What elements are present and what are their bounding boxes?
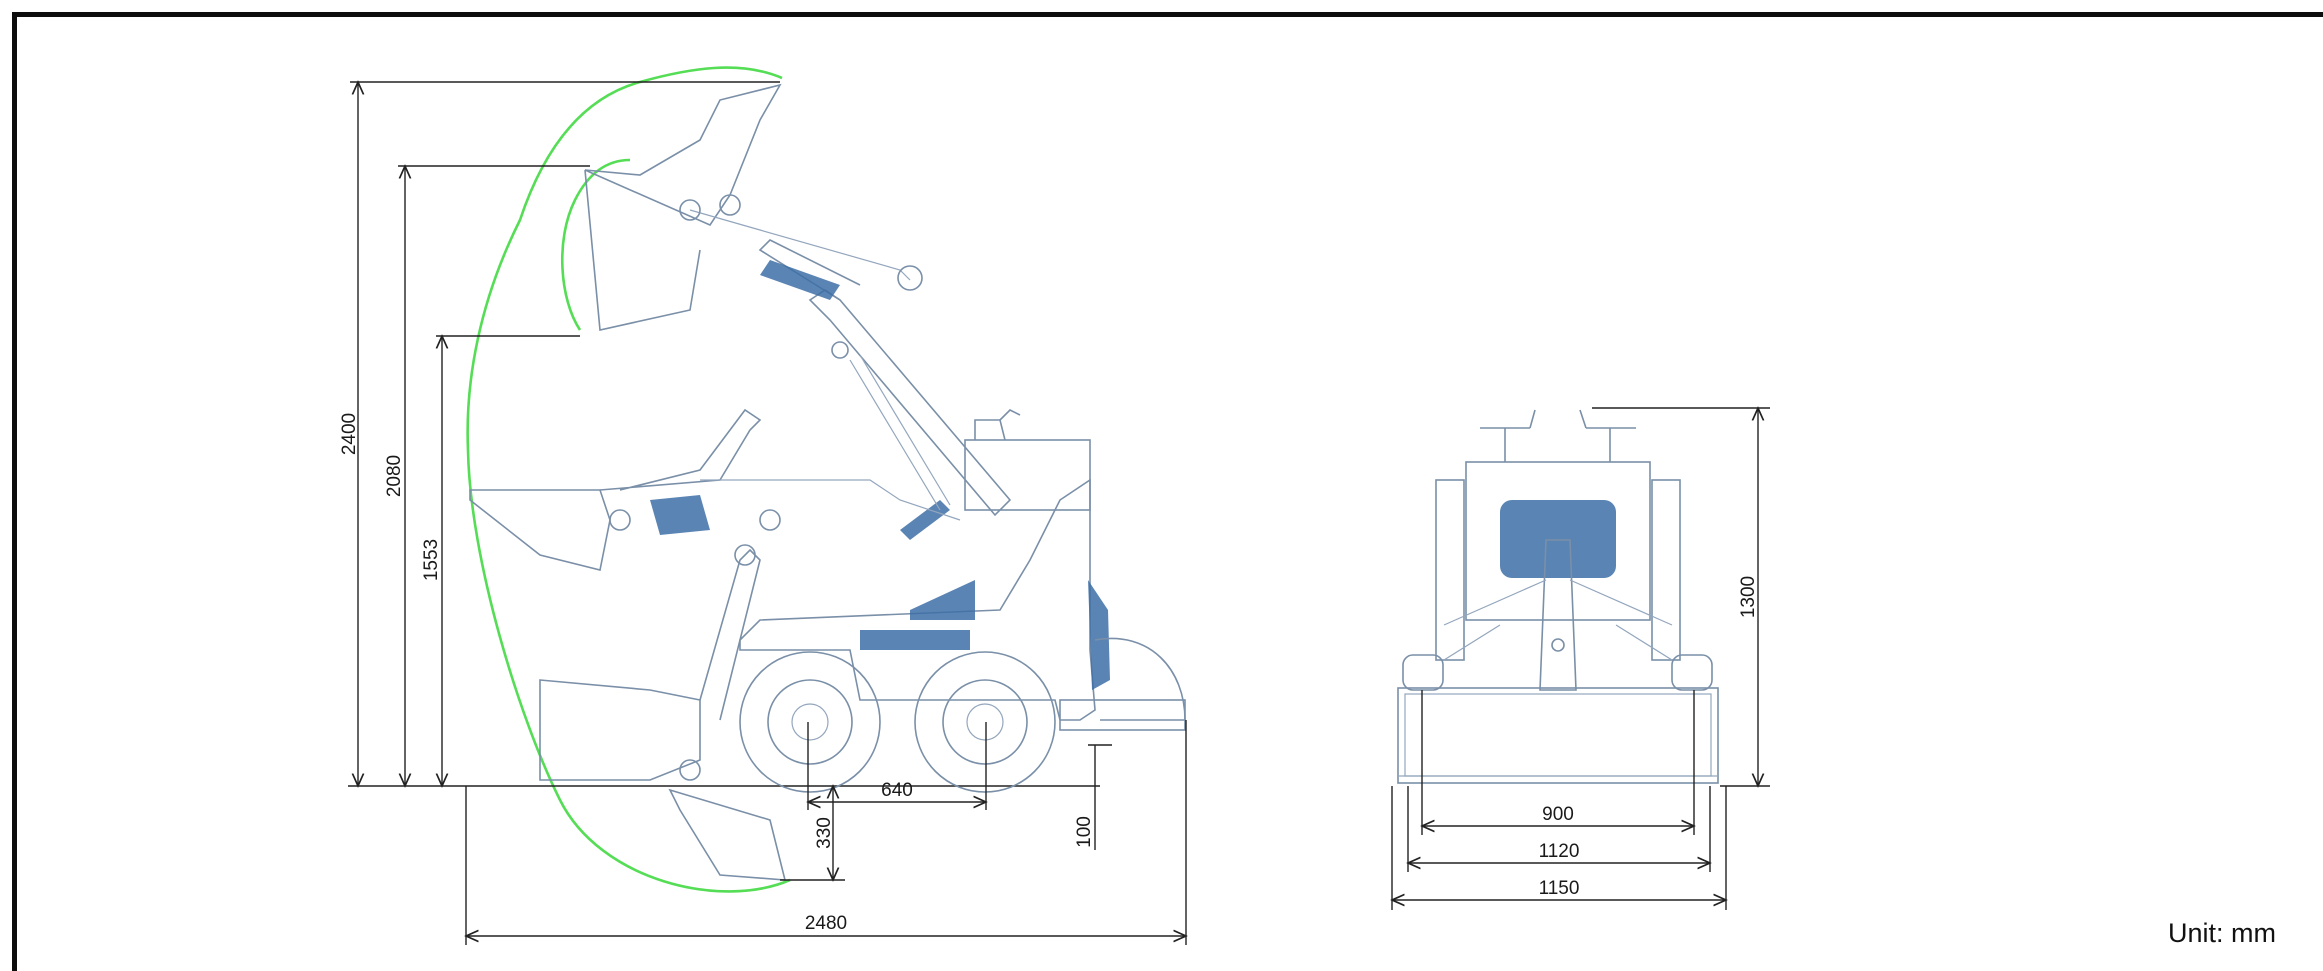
dim-100: 100 (1074, 744, 1112, 850)
bucket-mid (469, 489, 611, 571)
mid-arm-hatch (650, 495, 710, 535)
dim-2080: 2080 (384, 166, 590, 786)
mid-linkage (599, 408, 762, 491)
front-bucket (1397, 687, 1719, 784)
rear-grille (1088, 580, 1110, 690)
side-view: 2400 2080 1553 640 330 10 (339, 66, 1186, 945)
dim-1553-label: 1553 (421, 539, 442, 581)
chassis-body (739, 478, 1096, 721)
control-handle (974, 419, 1006, 441)
arm-hatch (760, 260, 840, 300)
dim-1120-label: 1120 (1539, 841, 1580, 862)
dim-100-label: 100 (1074, 816, 1095, 848)
rear-step (1059, 699, 1186, 731)
front-view: 1300 900 1120 1150 (1392, 408, 1770, 910)
bucket-raised (584, 83, 782, 227)
dim-1300-label: 1300 (1738, 576, 1759, 618)
bucket-raised-lower (584, 169, 701, 331)
dim-2400-label: 2400 (339, 413, 360, 455)
bucket-lowered (539, 679, 701, 781)
dim-900-label: 900 (1542, 804, 1574, 825)
dim-2080-label: 2080 (384, 455, 405, 497)
left-frame (1435, 479, 1465, 661)
front-left-wheel (1402, 654, 1444, 691)
lift-arm-raised (808, 289, 1012, 517)
dim-1150-label: 1150 (1539, 878, 1580, 899)
engine-vent (910, 580, 975, 620)
rear-wheel (739, 651, 881, 793)
operator-platform (964, 439, 1091, 511)
dim-2480: 2480 (466, 720, 1186, 945)
dim-900: 900 (1422, 690, 1694, 835)
dim-1150: 1150 (1392, 786, 1726, 910)
unit-label: Unit: mm (2168, 918, 2276, 948)
drawing-frame (12, 12, 2323, 971)
dim-1553: 1553 (421, 336, 580, 786)
front-body (1465, 461, 1651, 621)
front-grille (1500, 500, 1616, 578)
left-handle (1480, 409, 1536, 462)
bucket-dig (668, 788, 787, 881)
dim-1120: 1120 (1408, 786, 1710, 872)
lowered-linkage (699, 548, 761, 721)
dim-330-label: 330 (814, 817, 835, 849)
dim-640: 640 (808, 722, 986, 810)
bucket-raised-arc (560, 158, 631, 331)
cylinder-hatch (900, 500, 950, 540)
dim-2480-label: 2480 (805, 913, 847, 934)
dim-640-label: 640 (881, 780, 913, 801)
right-handle (1579, 409, 1636, 462)
center-arm (1539, 539, 1577, 691)
front-wheel (914, 651, 1056, 793)
dim-330: 330 (780, 786, 845, 880)
dim-1300: 1300 (1592, 408, 1770, 786)
dim-2400: 2400 (339, 82, 780, 786)
front-right-wheel (1671, 654, 1713, 691)
side-grille (860, 630, 970, 650)
right-frame (1651, 479, 1681, 661)
